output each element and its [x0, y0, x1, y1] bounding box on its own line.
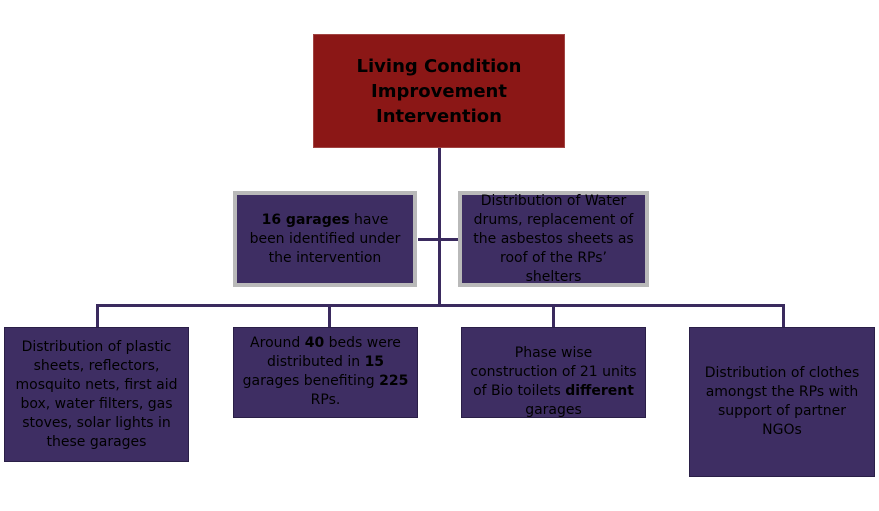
leaf-node-text: Phase wise construction of 21 units of B… — [470, 344, 637, 420]
branch-drop-3 — [552, 304, 555, 328]
leaf-node-text: Around 40 beds were distributed in 15 ga… — [242, 334, 409, 410]
emphasis-text: 16 garages — [261, 211, 350, 228]
leaf-node-beds: Around 40 beds were distributed in 15 ga… — [233, 327, 418, 418]
middle-node-text: Distribution of Water drums, replacement… — [470, 192, 637, 287]
branch-drop-4 — [782, 304, 785, 328]
leaf-node-text: Distribution of clothes amongst the RPs … — [698, 364, 866, 440]
root-title-line-2: Improvement — [371, 80, 507, 102]
branch-drop-1 — [96, 304, 99, 328]
leaf-node-plastic-sheets: Distribution of plastic sheets, reflecto… — [4, 327, 189, 462]
leaf-node-clothes: Distribution of clothes amongst the RPs … — [689, 327, 875, 477]
middle-node-garages-identified: 16 garages have been identified under th… — [233, 191, 417, 287]
root-title-line-1: Living Condition — [356, 55, 522, 77]
body-text: RPs. — [310, 392, 341, 408]
body-text: garages benefiting — [242, 373, 380, 389]
body-text: Distribution of Water drums, replacement… — [473, 192, 634, 285]
body-text: Around — [250, 335, 305, 351]
body-text: have been identified under the intervent… — [249, 211, 401, 266]
branch-horizontal-connector — [96, 304, 785, 307]
body-text: Distribution of plastic sheets, reflecto… — [15, 338, 178, 450]
body-text: beds were distributed in — [266, 335, 401, 370]
trunk-connector — [438, 148, 441, 306]
body-text: Distribution of clothes amongst the RPs … — [704, 365, 860, 438]
body-text: garages — [525, 402, 582, 418]
branch-drop-2 — [328, 304, 331, 328]
emphasis-text: different — [565, 383, 634, 399]
body-text: Phase wise construction of 21 units of B… — [470, 345, 637, 399]
root-node: Living Condition Improvement Interventio… — [313, 34, 565, 148]
emphasis-text: 40 — [304, 335, 325, 351]
emphasis-text: 15 — [364, 354, 385, 370]
leaf-node-text: Distribution of plastic sheets, reflecto… — [13, 338, 180, 452]
root-title-line-3: Intervention — [376, 105, 502, 127]
leaf-node-bio-toilets: Phase wise construction of 21 units of B… — [461, 327, 646, 418]
middle-node-water-drums: Distribution of Water drums, replacement… — [458, 191, 649, 287]
middle-node-text: 16 garages have been identified under th… — [245, 211, 405, 268]
middle-connector — [418, 238, 460, 241]
emphasis-text: 225 — [379, 373, 409, 389]
